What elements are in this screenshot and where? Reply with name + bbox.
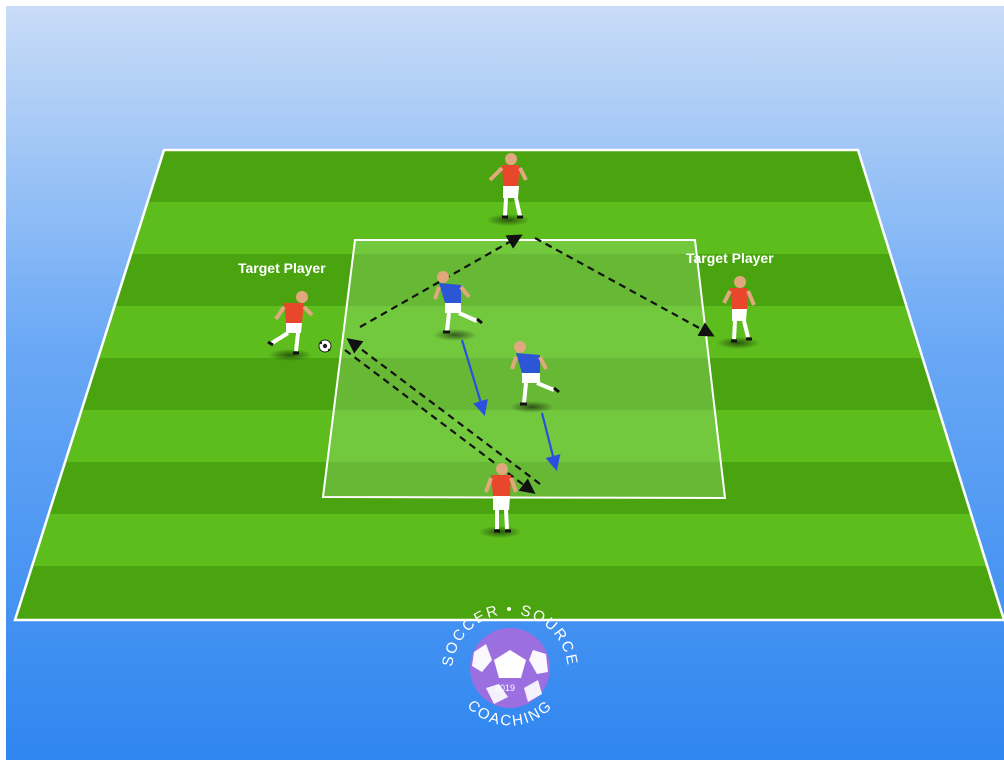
- pass-arrow-1: [359, 234, 523, 328]
- run-arrows: [460, 339, 561, 471]
- pass-arrow-2: [534, 237, 715, 337]
- target-player-label-left: Target Player: [238, 260, 326, 276]
- target-player-label-right: Target Player: [686, 250, 774, 266]
- run-arrow-1: [460, 339, 488, 416]
- player-blue-1: [433, 271, 483, 341]
- player-red-right: [716, 276, 760, 349]
- soccer-ball-icon: [318, 339, 332, 353]
- player-red-top: [486, 153, 530, 226]
- soccer-ball-icon: 2019: [470, 628, 550, 708]
- pitch-outline: [13, 148, 1004, 622]
- player-red-bottom: [478, 463, 522, 538]
- player-red-left: [267, 291, 314, 361]
- pitch: [15, 150, 1004, 620]
- pass-arrow-4: [346, 338, 541, 485]
- player-blue-2: [510, 341, 560, 413]
- run-arrow-2: [540, 412, 561, 471]
- logo-year: 2019: [495, 683, 515, 693]
